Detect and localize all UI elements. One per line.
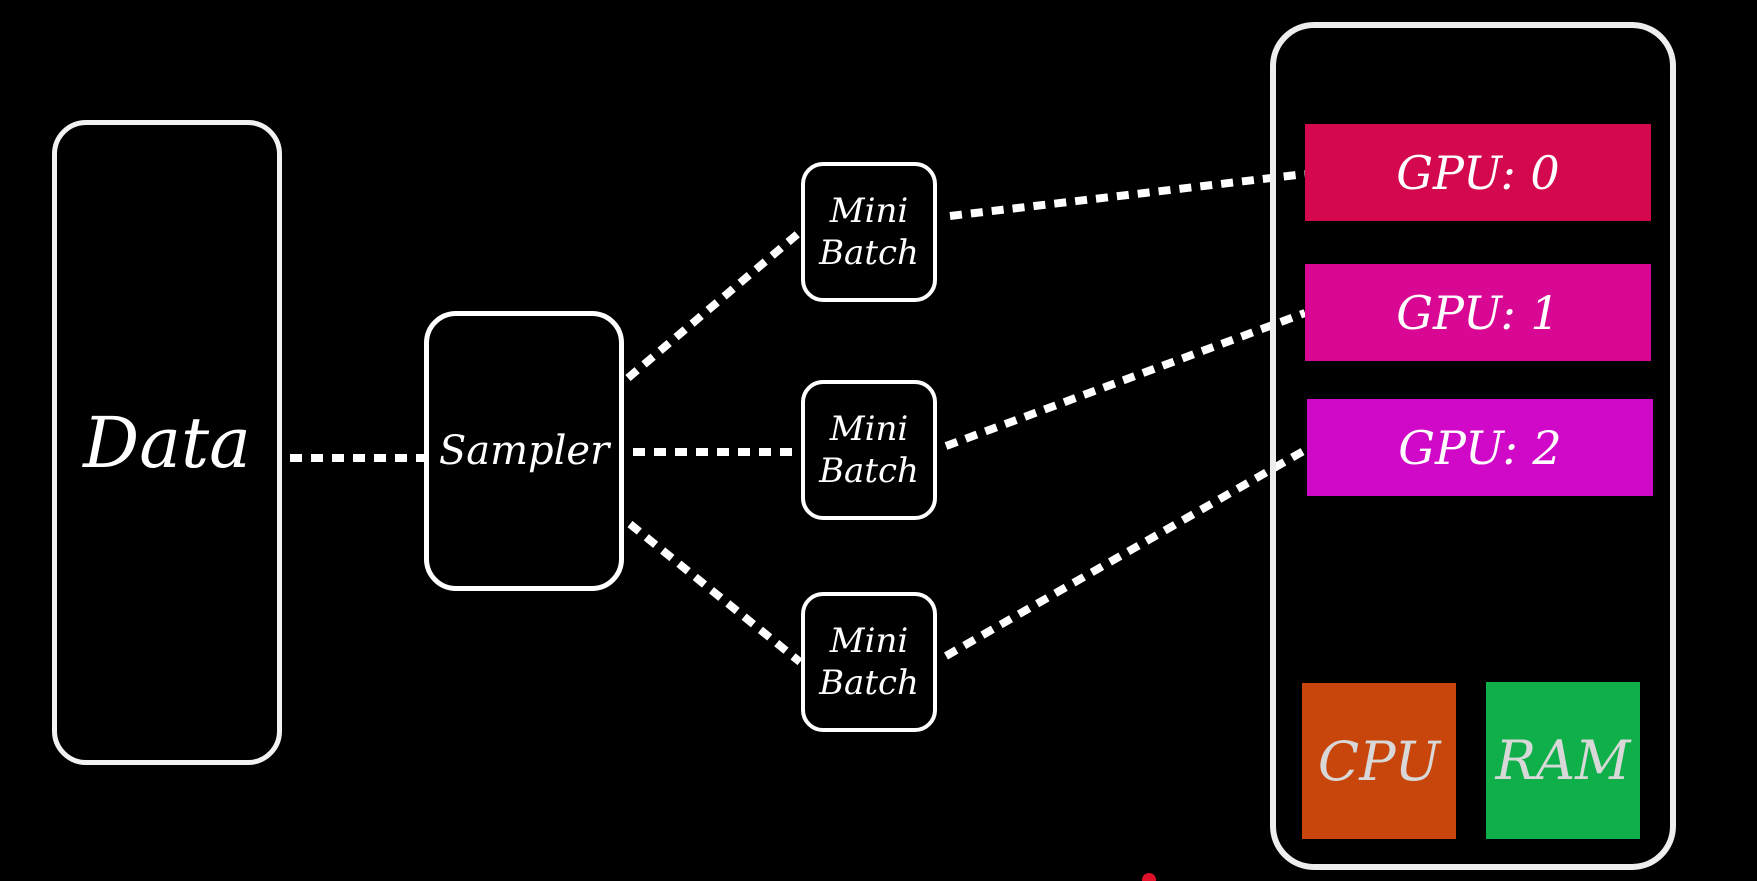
sampler-node: Sampler: [424, 311, 624, 591]
mini-batch-label-line1: Mini: [829, 409, 909, 449]
mini-batch-node: Mini Batch: [801, 592, 937, 732]
cpu-label: CPU: [1317, 729, 1441, 793]
connector-minibatch-bot-gpu-2: [944, 445, 1309, 660]
gpu-0-label: GPU: 0: [1396, 145, 1560, 200]
mini-batch-label-line1: Mini: [829, 191, 909, 231]
mini-batch-label-line1: Mini: [829, 621, 909, 661]
mini-batch-node: Mini Batch: [801, 380, 937, 520]
ram-label: RAM: [1495, 729, 1631, 792]
connector-minibatch-top-gpu-0: [949, 170, 1306, 220]
data-node: Data: [52, 120, 282, 765]
mini-batch-node: Mini Batch: [801, 162, 937, 302]
pointer-dot: [1142, 873, 1156, 881]
mini-batch-label-line2: Batch: [819, 663, 919, 703]
mini-batch-label-line2: Batch: [819, 233, 919, 273]
gpu-0-block: GPU: 0: [1305, 124, 1651, 221]
ram-block: RAM: [1486, 682, 1640, 839]
sampler-label: Sampler: [438, 428, 610, 474]
gpu-2-label: GPU: 2: [1398, 420, 1562, 475]
data-label: Data: [83, 401, 251, 484]
connector-sampler-minibatch-bot: [627, 520, 803, 666]
connector-minibatch-mid-gpu-1: [944, 309, 1307, 450]
connector-sampler-minibatch-top: [625, 228, 803, 382]
gpu-2-block: GPU: 2: [1307, 399, 1653, 496]
machine-node: [1270, 22, 1676, 870]
gpu-1-label: GPU: 1: [1396, 285, 1560, 340]
cpu-block: CPU: [1302, 683, 1456, 839]
gpu-1-block: GPU: 1: [1305, 264, 1651, 361]
mini-batch-label-line2: Batch: [819, 451, 919, 491]
